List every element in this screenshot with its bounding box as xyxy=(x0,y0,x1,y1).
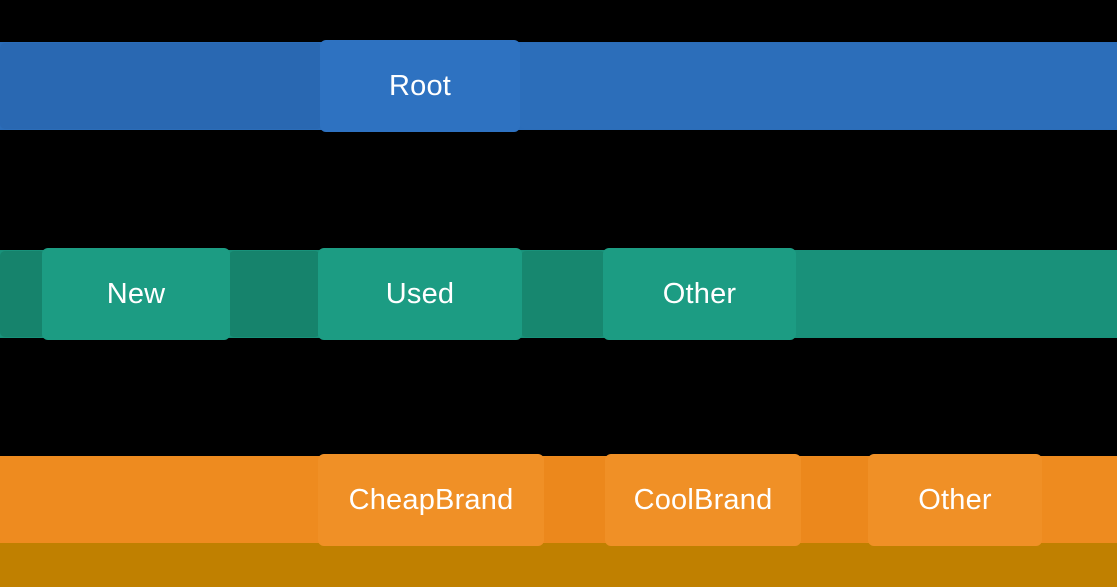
node-label: CheapBrand xyxy=(348,483,514,516)
icicle-node-used-level-2[interactable]: Used xyxy=(318,248,522,340)
icicle-segment-level-2-2 xyxy=(229,251,320,337)
node-label: Used xyxy=(385,277,455,310)
icicle-segment-level-3-4 xyxy=(799,457,870,543)
node-label: CoolBrand xyxy=(633,483,773,516)
icicle-segment-level-2-0 xyxy=(0,251,45,337)
icicle-node-other-level-2[interactable]: Other xyxy=(603,248,796,340)
icicle-node-new-level-2[interactable]: New xyxy=(42,248,230,340)
node-label: Other xyxy=(662,277,737,310)
icicle-node-cheapbrand-level-3[interactable]: CheapBrand xyxy=(318,454,544,546)
icicle-segment-level-1-2 xyxy=(520,43,1117,129)
icicle-segment-level-3-6 xyxy=(1040,457,1117,543)
node-label: Root xyxy=(388,69,452,102)
node-label: New xyxy=(106,277,166,310)
icicle-segment-level-2-4 xyxy=(521,251,605,337)
icicle-level-band-level-4 xyxy=(0,543,1117,587)
icicle-segment-level-2-6 xyxy=(795,251,1117,337)
icicle-node-coolbrand-level-3[interactable]: CoolBrand xyxy=(605,454,801,546)
icicle-segment-level-3-0 xyxy=(0,457,320,543)
icicle-segment-level-1-0 xyxy=(0,43,322,129)
icicle-node-other-level-3[interactable]: Other xyxy=(868,454,1042,546)
icicle-node-root-level-1[interactable]: Root xyxy=(320,40,520,132)
node-label: Other xyxy=(918,483,992,516)
icicle-segment-level-3-2 xyxy=(542,457,608,543)
